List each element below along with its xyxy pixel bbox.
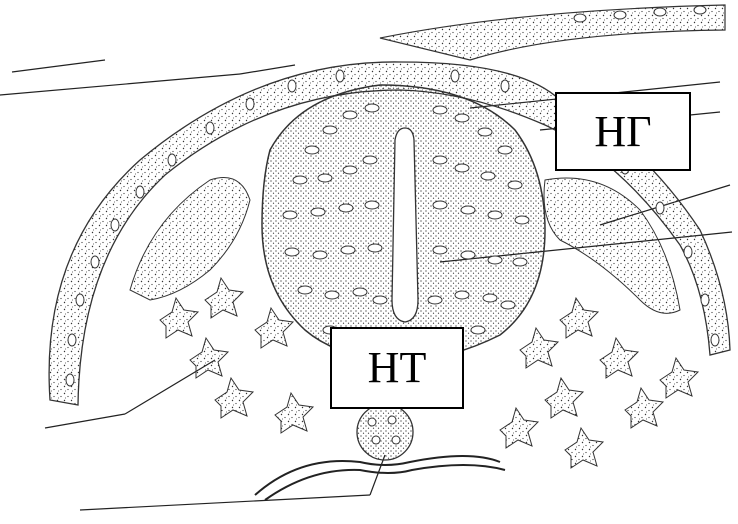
label-neural-groove: НГ — [555, 92, 691, 171]
notochord — [357, 404, 413, 460]
label-neural-tube: НТ — [330, 327, 464, 409]
vessel-strands — [255, 456, 505, 500]
top-epithelium — [380, 5, 725, 60]
central-canal — [392, 128, 418, 322]
left-crest-mass — [130, 178, 250, 301]
